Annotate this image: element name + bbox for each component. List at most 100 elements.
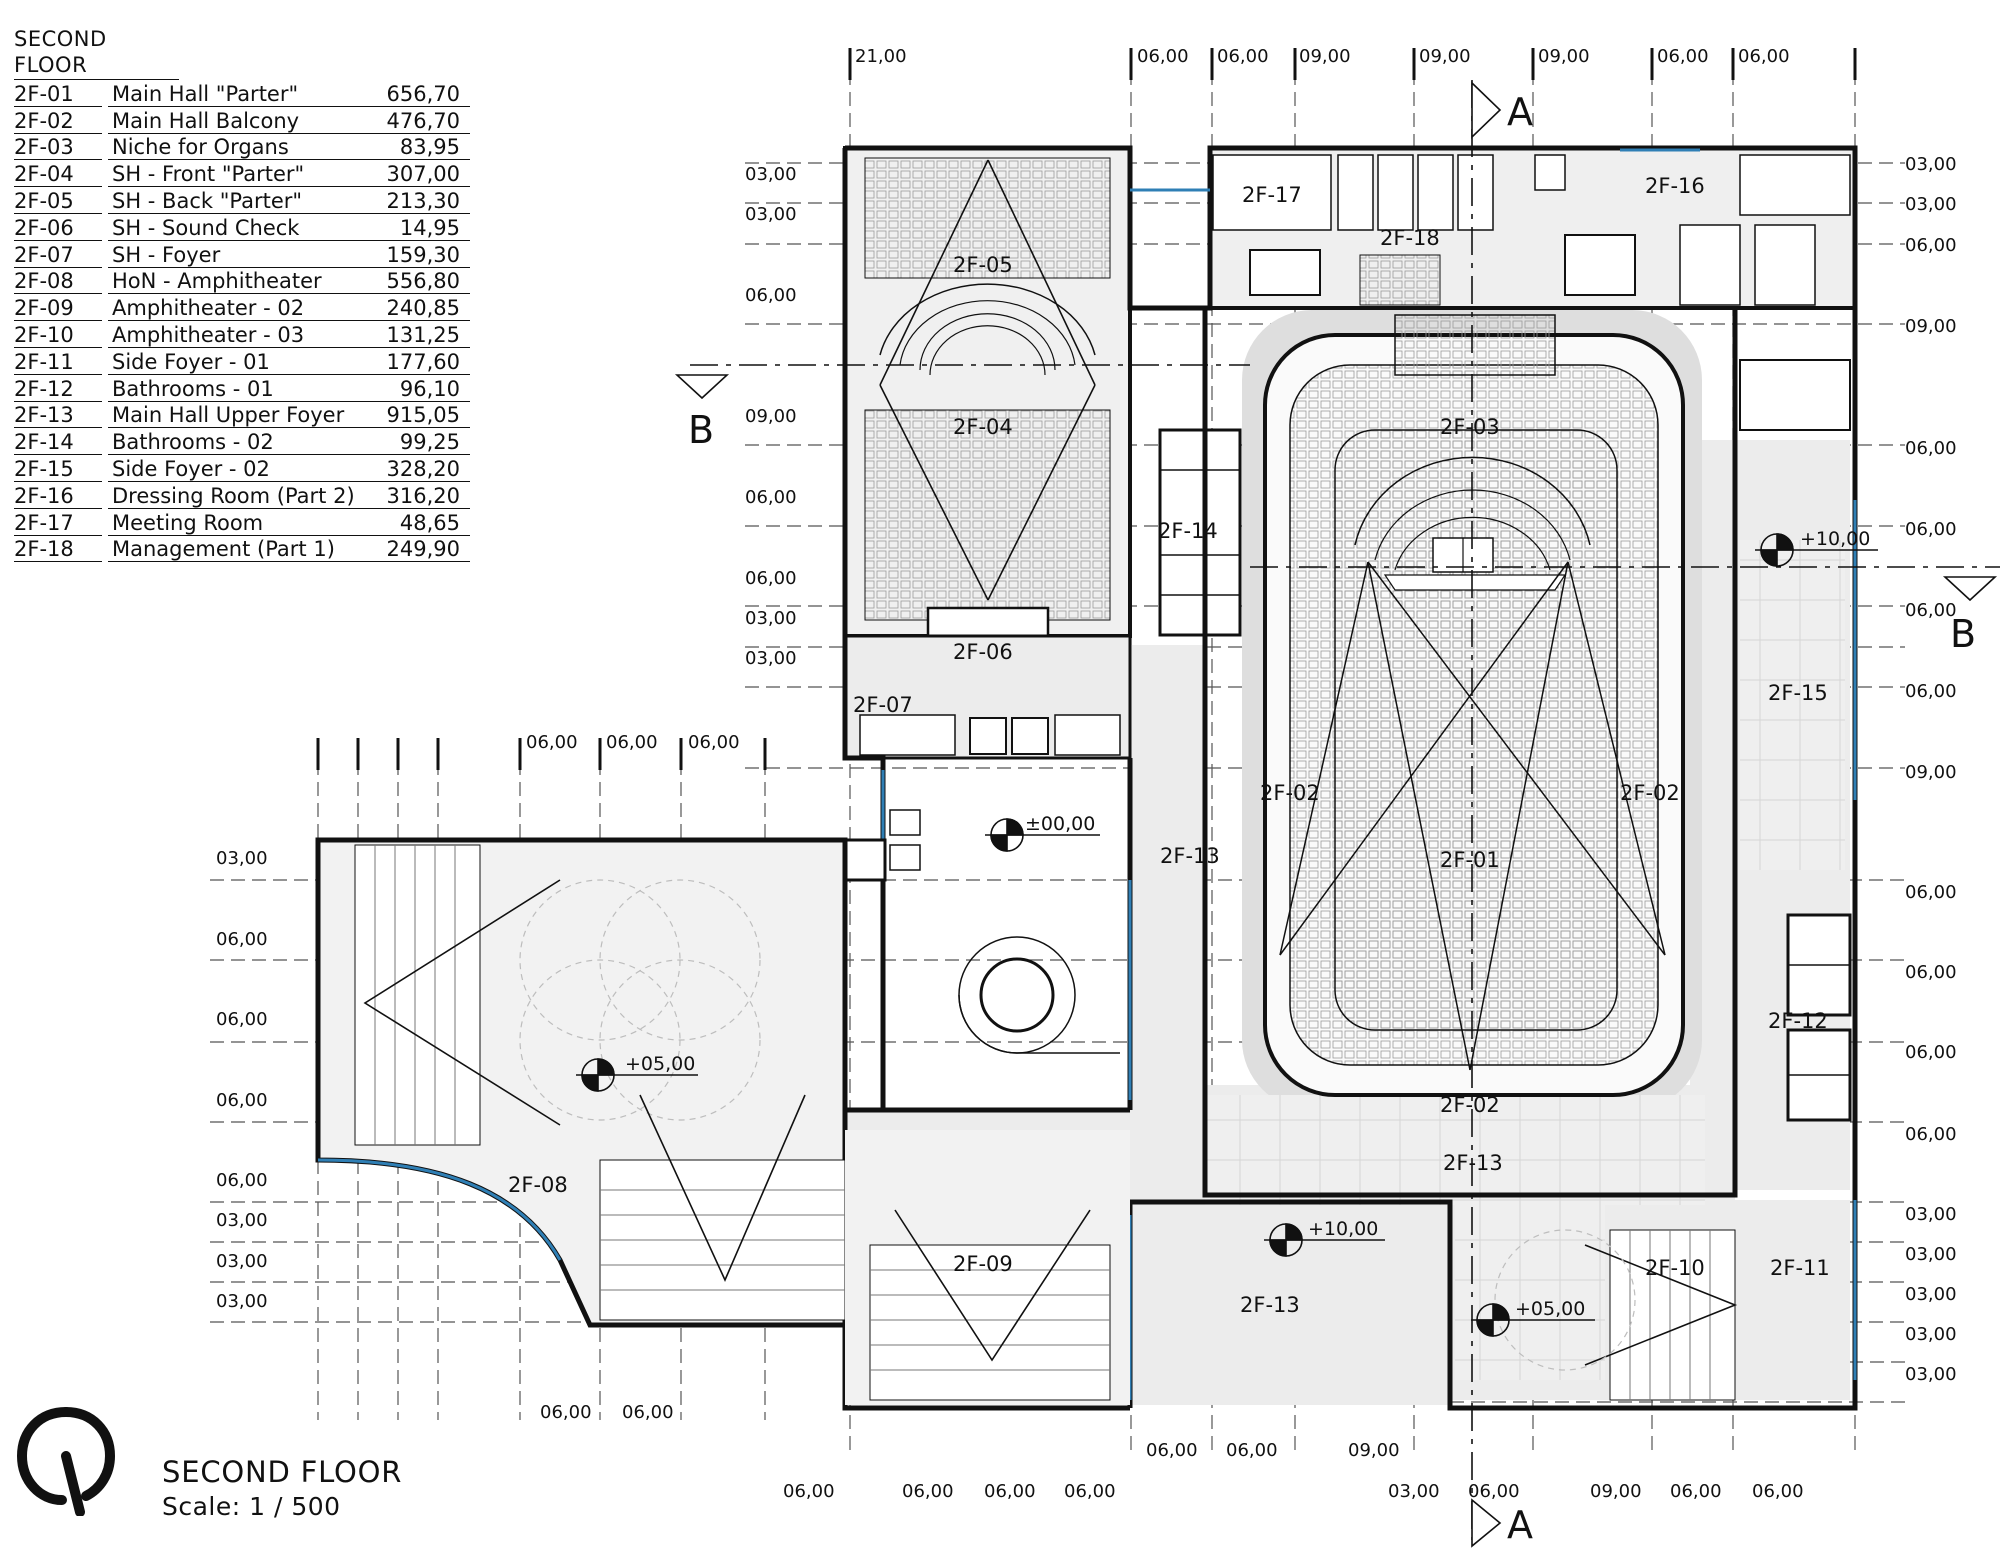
room-name: Amphitheater - 02	[108, 296, 364, 322]
room-name: Main Hall "Parter"	[108, 82, 364, 107]
room-area: 131,25	[364, 323, 470, 348]
room-area: 159,30	[364, 243, 470, 268]
dim-wing-left: 06,00	[216, 1170, 268, 1191]
section-marker-a: A	[1507, 1503, 1533, 1547]
dim-wing-top: 06,00	[688, 732, 740, 753]
room-area: 307,00	[364, 162, 470, 188]
dim-left: 03,00	[745, 648, 797, 669]
section-marker-b: B	[1950, 612, 1976, 656]
dim-wing-left: 06,00	[216, 1009, 268, 1030]
room-label-2f-14: 2F-14	[1158, 519, 1218, 543]
room-label-2f-06: 2F-06	[953, 640, 1013, 664]
room-label-2f-13: 2F-13	[1240, 1293, 1300, 1317]
room-label-2f-01: 2F-01	[1440, 848, 1500, 872]
level-marker-1	[985, 818, 1100, 852]
dim-bottom: 03,00	[1388, 1481, 1440, 1502]
bathrooms	[1158, 428, 1852, 1122]
dim-bottom: 06,00	[1670, 1481, 1722, 1502]
room-code: 2F-09	[14, 296, 102, 322]
room-label-2f-12: 2F-12	[1768, 1009, 1828, 1033]
room-area: 915,05	[364, 403, 470, 429]
dim-bottom: 06,00	[1468, 1481, 1520, 1502]
room-name: Bathrooms - 01	[108, 377, 364, 402]
dim-wing-left: 03,00	[216, 848, 268, 869]
dim-bottom: 06,00	[902, 1481, 954, 1502]
dim-wing-left: 03,00	[216, 1251, 268, 1272]
service-wing	[1208, 146, 1857, 431]
room-name: Side Foyer - 02	[108, 457, 364, 482]
dim-top: 06,00	[1738, 46, 1790, 67]
room-label-2f-16: 2F-16	[1645, 174, 1705, 198]
side-hall	[843, 146, 1132, 760]
dim-top: 21,00	[855, 46, 907, 67]
level-marker-2	[576, 1058, 698, 1092]
dim-right: 03,00	[1905, 1204, 1957, 1225]
dim-right: 03,00	[1905, 154, 1957, 175]
dim-right: 06,00	[1905, 600, 1957, 621]
dim-left: 09,00	[745, 406, 797, 427]
dim-right: 03,00	[1905, 1324, 1957, 1345]
room-name: Dressing Room (Part 2)	[108, 484, 364, 509]
room-code: 2F-12	[14, 377, 102, 402]
dim-right: 06,00	[1905, 1042, 1957, 1063]
section-letters: A A B B	[688, 90, 1976, 1547]
room-area: 99,25	[364, 430, 470, 456]
level-text: +10,00	[1800, 528, 1870, 550]
dim-left: 06,00	[745, 285, 797, 306]
dim-left: 03,00	[745, 608, 797, 629]
room-code: 2F-04	[14, 162, 102, 188]
dim-right: 03,00	[1905, 1284, 1957, 1305]
level-text: +10,00	[1308, 1218, 1378, 1240]
room-code: 2F-17	[14, 511, 102, 536]
dim-right: 06,00	[1905, 1124, 1957, 1145]
dim-right: 09,00	[1905, 762, 1957, 783]
room-code: 2F-14	[14, 430, 102, 456]
dim-right: 06,00	[1905, 235, 1957, 256]
room-labels: 2F-01 2F-02 2F-02 2F-02 2F-03 2F-04 2F-0…	[508, 174, 1830, 1317]
dim-wing-top: 06,00	[606, 732, 658, 753]
room-area: 96,10	[364, 377, 470, 402]
room-label-2f-08: 2F-08	[508, 1173, 568, 1197]
room-label-2f-11: 2F-11	[1770, 1256, 1830, 1280]
logo-icon	[16, 1407, 116, 1516]
section-marker-b: B	[688, 408, 714, 452]
level-marker-3	[1755, 533, 1878, 567]
room-label-2f-17: 2F-17	[1242, 183, 1302, 207]
level-marker-5	[1471, 1303, 1595, 1337]
central-stair	[843, 809, 1120, 1054]
dim-wing-top: 06,00	[526, 732, 578, 753]
dim-bottom-mid: 06,00	[1146, 1440, 1198, 1461]
room-area: 328,20	[364, 457, 470, 482]
room-name: Main Hall Balcony	[108, 109, 364, 134]
dim-wing-left: 06,00	[216, 929, 268, 950]
level-markers	[576, 533, 1878, 1337]
dimension-labels: 21,00 06,00 06,00 09,00 09,00 09,00 06,0…	[216, 46, 1957, 1502]
room-name: HoN - Amphitheater	[108, 269, 364, 295]
room-name: Amphitheater - 03	[108, 323, 364, 348]
dim-right: 06,00	[1905, 882, 1957, 903]
section-marker-a: A	[1507, 90, 1533, 134]
drawing-scale: Scale: 1 / 500	[162, 1492, 341, 1521]
west-wing	[315, 837, 848, 1328]
room-label-2f-10: 2F-10	[1645, 1256, 1705, 1280]
room-area: 83,95	[364, 135, 470, 161]
dim-bottom: 06,00	[783, 1481, 835, 1502]
room-name: SH - Front "Parter"	[108, 162, 364, 188]
room-label-2f-03: 2F-03	[1440, 415, 1500, 439]
room-name: Meeting Room	[108, 511, 364, 536]
dim-top: 09,00	[1419, 46, 1471, 67]
dim-top: 06,00	[1217, 46, 1269, 67]
